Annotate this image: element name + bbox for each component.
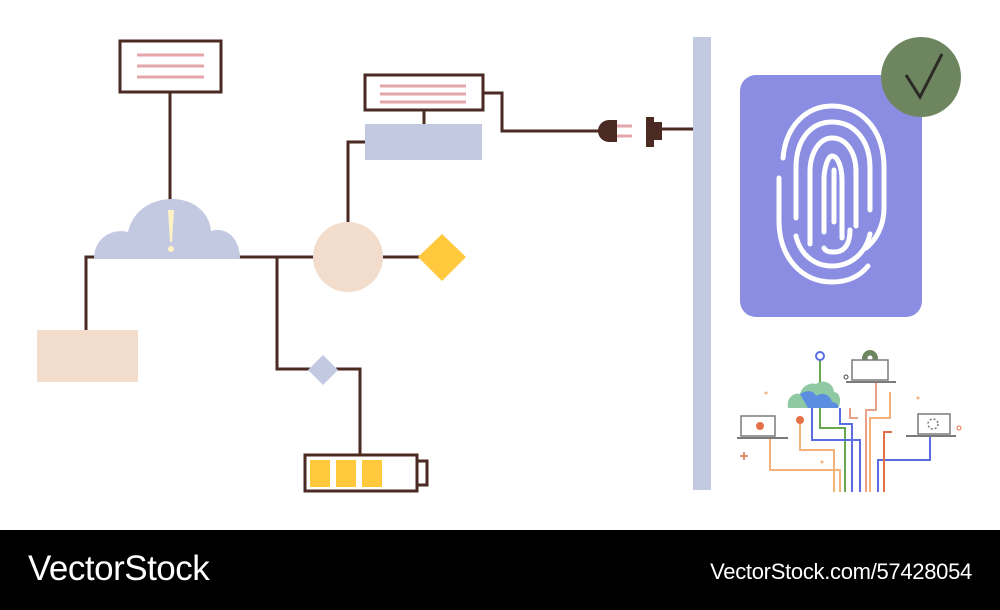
fingerprint-icon	[776, 103, 887, 285]
check-icon	[881, 37, 961, 117]
yellow-diamond	[418, 234, 466, 281]
battery-cell	[310, 460, 330, 487]
illustration	[37, 37, 962, 493]
hub-circle	[313, 222, 383, 292]
plug-icon	[598, 117, 662, 147]
fingerprint-panel	[740, 75, 922, 317]
cloud-alert-icon	[94, 199, 240, 259]
battery-icon	[303, 453, 429, 493]
image-id: VectorStock.com/57428054	[710, 559, 972, 584]
beige-block	[37, 330, 138, 382]
brand-logo: VectorStock	[28, 549, 210, 588]
battery-cell	[362, 460, 382, 487]
connection-lines	[84, 91, 694, 456]
vertical-post	[693, 37, 711, 490]
small-blue-diamond	[308, 355, 338, 385]
network-icon	[737, 350, 962, 492]
server-icon	[118, 39, 223, 94]
battery-cell	[336, 460, 356, 487]
battery-cells	[310, 460, 382, 487]
footer-bar: VectorStock VectorStock.com/57428054	[0, 530, 1000, 610]
device-box	[363, 73, 485, 160]
